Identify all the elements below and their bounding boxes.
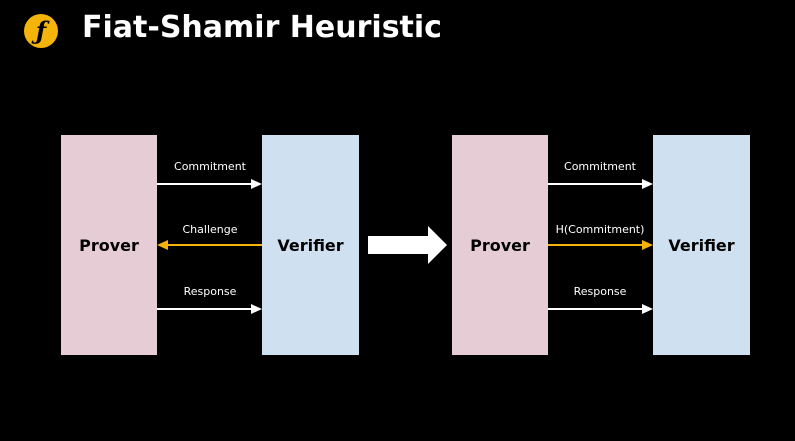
message-label-commitment: Commitment xyxy=(564,160,636,173)
verifier-box-interactive: Verifier xyxy=(262,135,359,355)
arrow-hash-commitment xyxy=(548,240,653,250)
prover-label: Prover xyxy=(79,235,139,255)
arrow-response xyxy=(548,304,653,314)
page-title: Fiat-Shamir Heuristic xyxy=(82,10,442,45)
prover-label: Prover xyxy=(470,235,530,255)
verifier-label: Verifier xyxy=(277,235,344,255)
message-label-response: Response xyxy=(573,285,627,298)
message-label-hash-commitment: H(Commitment) xyxy=(555,223,645,236)
arrow-commitment xyxy=(157,179,262,189)
message-label-challenge: Challenge xyxy=(182,223,238,236)
message-label-response: Response xyxy=(183,285,237,298)
verifier-label: Verifier xyxy=(668,235,735,255)
arrow-commitment xyxy=(548,179,653,189)
arrow-response xyxy=(157,304,262,314)
arrow-challenge xyxy=(157,240,262,250)
prover-box-noninteractive: Prover xyxy=(452,135,548,355)
transform-arrow xyxy=(368,226,447,264)
prover-box-interactive: Prover xyxy=(61,135,157,355)
verifier-box-noninteractive: Verifier xyxy=(653,135,750,355)
fiat-logo-icon: ƒ xyxy=(24,14,58,48)
message-label-commitment: Commitment xyxy=(174,160,246,173)
